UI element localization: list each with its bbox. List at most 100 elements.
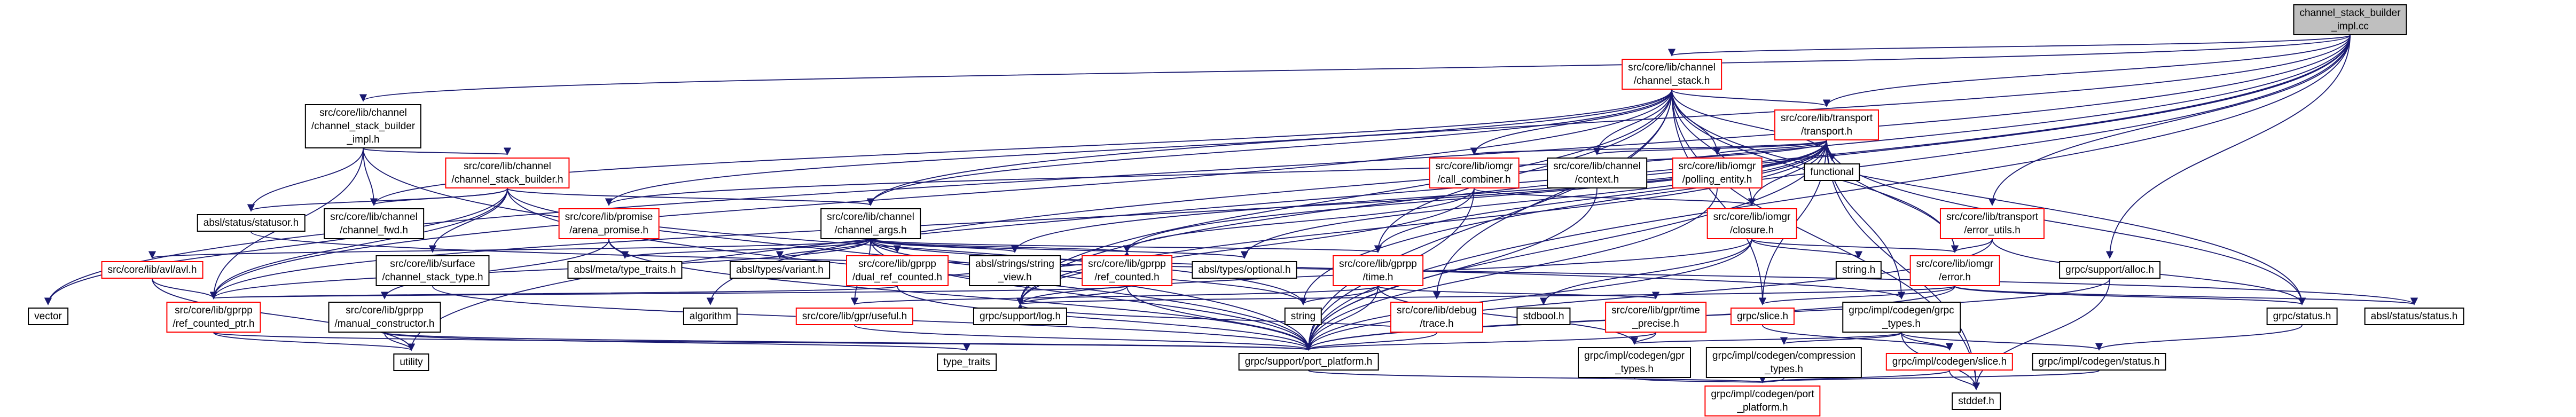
node-absl_optional[interactable]: absl/types/optional.h [1192, 261, 1297, 279]
node-grpc_types[interactable]: grpc/impl/codegen/grpc_types.h [1842, 302, 1961, 333]
node-absl_variant[interactable]: absl/types/variant.h [730, 261, 830, 279]
node-string_std[interactable]: string [1284, 308, 1322, 325]
edge-transport-closure [1748, 140, 1827, 206]
node-channel_fwd[interactable]: src/core/lib/channel/channel_fwd.h [324, 208, 424, 239]
node-label-line: /error.h [1938, 272, 1971, 283]
node-context[interactable]: src/core/lib/channel/context.h [1547, 158, 1647, 188]
node-label-line: src/core/lib/surface [390, 258, 475, 270]
node-label-line: _impl.cc [2331, 21, 2369, 32]
node-label-line: /manual_constructor.h [334, 318, 435, 329]
node-absl_type_traits[interactable]: absl/meta/type_traits.h [567, 261, 683, 279]
edge-channel_args-absl_optional [870, 239, 1248, 259]
node-label-line: /channel_args.h [834, 225, 907, 236]
node-label-line: absl/status/statusor.h [203, 217, 299, 229]
node-port_platform[interactable]: grpc/support/port_platform.h [1238, 353, 1379, 371]
edge-codegen_status-codegen_port_platform [1759, 370, 2100, 383]
node-channel_stack[interactable]: src/core/lib/channel/channel_stack.h [1622, 59, 1722, 90]
node-label-line: absl/meta/type_traits.h [574, 264, 676, 276]
node-polling_entity[interactable]: src/core/lib/iomgr/polling_entity.h [1672, 158, 1763, 188]
edge-builder_h-ref_counted_ptr [209, 188, 508, 300]
node-label-line: grpc/support/alloc.h [2065, 264, 2154, 276]
node-functional[interactable]: functional [1804, 163, 1860, 181]
node-useful[interactable]: src/core/lib/gpr/useful.h [795, 308, 914, 325]
node-impl_cc[interactable]: channel_stack_builder_impl.cc [2293, 4, 2407, 35]
node-time_precise[interactable]: src/core/lib/gpr/time_precise.h [1605, 302, 1706, 333]
node-label-line: src/core/lib/gprpp [175, 305, 253, 316]
node-label-line: /call_combiner.h [1437, 174, 1511, 185]
node-label-line: _view.h [998, 272, 1032, 283]
edge-codegen_slice-stddef_h [1949, 370, 1980, 390]
node-closure[interactable]: src/core/lib/iomgr/closure.h [1706, 208, 1797, 239]
edge-polling_entity-port_platform [1304, 188, 1718, 351]
node-label-line: grpc/impl/codegen/status.h [2038, 356, 2160, 367]
edge-manual_constructor-type_traits [384, 332, 970, 351]
node-label-line: /channel_fwd.h [340, 225, 408, 236]
edge-channel_stack-trace [1432, 89, 1672, 300]
node-time_h[interactable]: src/core/lib/gprpp/time.h [1333, 255, 1423, 286]
node-channel_args[interactable]: src/core/lib/channel/channel_args.h [820, 208, 921, 239]
node-string_view[interactable]: absl/strings/string _view.h [969, 255, 1061, 286]
node-label-line: /ref_counted.h [1094, 272, 1160, 283]
node-builder_h[interactable]: src/core/lib/channel/channel_stack_build… [445, 158, 570, 188]
node-channel_stack_type[interactable]: src/core/lib/surface/channel_stack_type.… [375, 255, 490, 286]
edge-impl_cc-alloc_h [2105, 35, 2351, 259]
node-call_combiner[interactable]: src/core/lib/iomgr/call_combiner.h [1429, 158, 1520, 188]
edge-impl_cc-vector [44, 35, 2351, 305]
node-label-line: absl/strings/string [975, 258, 1054, 270]
node-label-line: utility [400, 357, 423, 368]
node-statusor[interactable]: absl/status/statusor.h [197, 214, 306, 232]
edge-iomgr_error-absl_status [1954, 286, 2418, 305]
node-transport[interactable]: src/core/lib/transport/transport.h [1774, 109, 1880, 140]
edge-grpc_types-codegen_slice [1901, 332, 1954, 351]
node-type_traits[interactable]: type_traits [937, 353, 997, 371]
edge-arena_promise-manual_constructor [380, 239, 609, 300]
node-compression_types[interactable]: grpc/impl/codegen/compression_types.h [1705, 347, 1862, 378]
node-stddef_h[interactable]: stddef.h [1952, 392, 2001, 410]
node-codegen_port_platform[interactable]: grpc/impl/codegen/port_platform.h [1704, 385, 1821, 416]
edge-closure-stdbool [1539, 239, 1752, 305]
edge-port_platform-codegen_port_platform [1308, 370, 1766, 383]
edge-channel_args-absl_type_traits [621, 239, 871, 259]
node-avl[interactable]: src/core/lib/avl/avl.h [101, 261, 203, 279]
edge-impl_cc-transport [1822, 35, 2351, 107]
node-label-line: src/core/lib/iomgr [1916, 258, 1994, 270]
edge-impl_cc-channel_stack [1668, 35, 2351, 57]
node-grpc_status_h[interactable]: grpc/status.h [2266, 308, 2338, 325]
node-absl_status[interactable]: absl/status/status.h [2364, 308, 2464, 325]
node-error_utils[interactable]: src/core/lib/transport/error_utils.h [1939, 208, 2045, 239]
node-ref_counted[interactable]: src/core/lib/gprpp/ref_counted.h [1082, 255, 1172, 286]
node-vector[interactable]: vector [28, 308, 68, 325]
node-trace[interactable]: src/core/lib/debug/trace.h [1390, 302, 1483, 333]
edge-avl-ref_counted_ptr [152, 278, 218, 300]
node-grpc_slice_h[interactable]: grpc/slice.h [1730, 308, 1795, 325]
node-label-line: stdbool.h [1523, 311, 1564, 322]
node-gpr_types[interactable]: grpc/impl/codegen/gpr_types.h [1578, 347, 1691, 378]
node-alloc_h[interactable]: grpc/support/alloc.h [2059, 261, 2160, 279]
edge-trace-port_platform [1305, 332, 1437, 351]
node-algorithm[interactable]: algorithm [683, 308, 738, 325]
node-manual_constructor[interactable]: src/core/lib/gprpp/manual_constructor.h [328, 302, 441, 333]
node-label-line: /context.h [1575, 174, 1619, 185]
node-string_h[interactable]: string.h [1835, 261, 1882, 279]
node-label-line: src/core/lib/channel [1628, 62, 1716, 73]
node-builder_impl_h[interactable]: src/core/lib/channel/channel_stack_build… [304, 104, 422, 148]
edge-iomgr_error-grpc_slice_h [1759, 286, 1955, 305]
edge-transport-absl_optional [1240, 140, 1827, 259]
node-iomgr_error[interactable]: src/core/lib/iomgr/error.h [1909, 255, 2000, 286]
node-label-line: src/core/lib/channel [319, 107, 407, 119]
node-label-line: /channel_stack_builder.h [451, 174, 563, 185]
node-log_h[interactable]: grpc/support/log.h [973, 308, 1068, 325]
edge-grpc_types-compression_types [1780, 332, 1902, 345]
node-utility[interactable]: utility [393, 353, 429, 371]
node-codegen_status[interactable]: grpc/impl/codegen/status.h [2032, 353, 2166, 371]
node-ref_counted_ptr[interactable]: src/core/lib/gprpp/ref_counted_ptr.h [166, 302, 261, 333]
node-label-line: /channel_stack.h [1633, 75, 1710, 86]
node-codegen_slice[interactable]: grpc/impl/codegen/slice.h [1885, 353, 2014, 371]
edge-time_h-string_std [1299, 286, 1379, 305]
node-dual_ref_counted[interactable]: src/core/lib/gprpp/dual_ref_counted.h [846, 255, 949, 286]
node-stdbool[interactable]: stdbool.h [1516, 308, 1571, 325]
node-arena_promise[interactable]: src/core/lib/promise/arena_promise.h [558, 208, 660, 239]
node-label-line: src/core/lib/iomgr [1678, 161, 1756, 172]
node-label-line: /closure.h [1729, 225, 1774, 236]
